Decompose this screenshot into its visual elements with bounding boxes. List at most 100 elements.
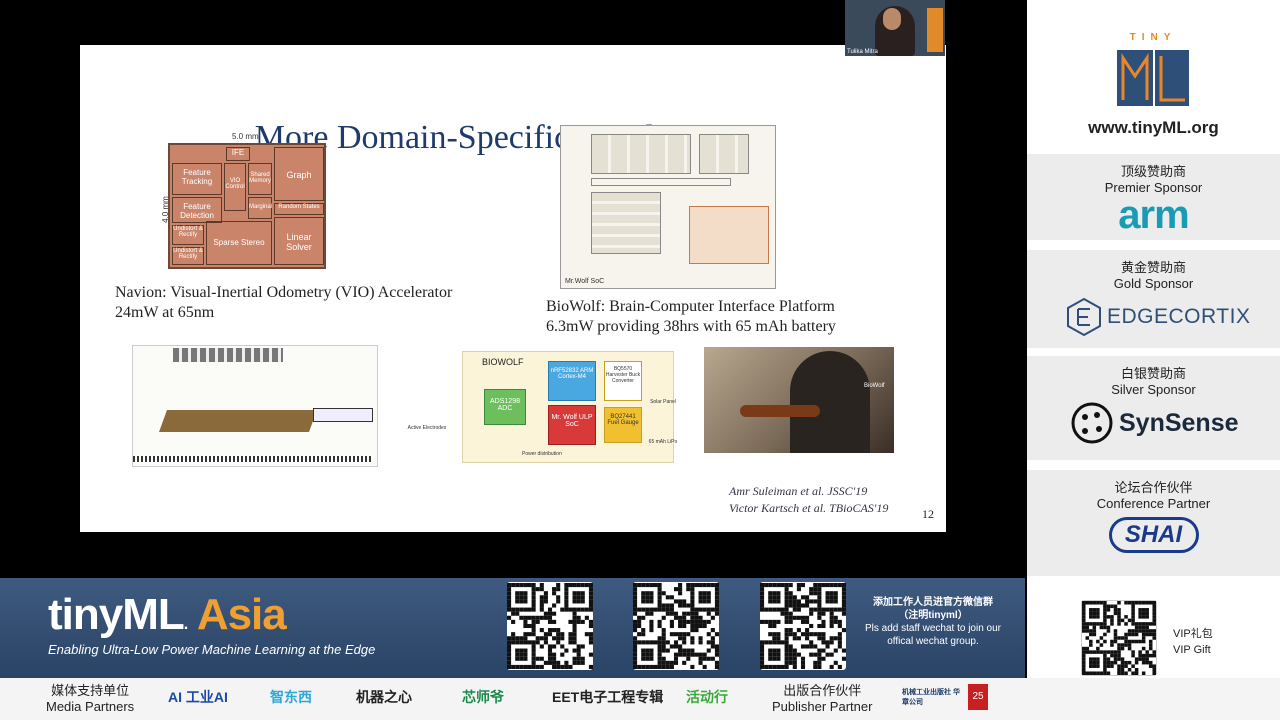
citations: Amr Suleiman et al. JSSC'19 Victor Karts… bbox=[729, 483, 888, 517]
event-banner: tinyML. Asia Enabling Ultra-Low Power Ma… bbox=[0, 578, 1025, 678]
media-logo-jiqizhixin[interactable]: 机器之心 bbox=[356, 689, 412, 705]
slide-number: 12 bbox=[922, 507, 934, 521]
gold-sponsor-en: Gold Sponsor bbox=[1113, 276, 1194, 291]
electrodes: Active Electrodes bbox=[407, 425, 447, 431]
publisher-partner-label: 出版合作伙伴 Publisher Partner bbox=[772, 683, 872, 715]
media-logo-gongye-ai[interactable]: AI 工业AI bbox=[168, 689, 228, 705]
publisher-logo[interactable]: 机械工业出版社 华章公司 bbox=[902, 689, 960, 706]
brand-asia: Asia bbox=[196, 590, 287, 639]
brand-tinyml: tinyML bbox=[48, 590, 185, 639]
adc-block: ADS1298 ADC bbox=[484, 389, 526, 425]
media-logo-huodongxing[interactable]: 活动行 bbox=[686, 689, 728, 705]
chip-block: VIO Control bbox=[224, 163, 246, 211]
edgecortix-hex-icon bbox=[1067, 297, 1101, 337]
silver-sponsor-cn: 白银赞助商 bbox=[1120, 366, 1186, 381]
navion-caption-line-1: Navion: Visual-Inertial Odometry (VIO) A… bbox=[115, 284, 453, 301]
wechat-note: 添加工作人员进官方微信群 （注明tinyml） Pls add staff we… bbox=[858, 596, 1008, 648]
tinyml-logo: TINY bbox=[1115, 32, 1191, 108]
presenter-name: Tulika Mitra bbox=[847, 49, 878, 55]
biowolf-caption: BioWolf: Brain-Computer Interface Platfo… bbox=[546, 297, 836, 337]
mrwolf-block: Mr. Wolf ULP SoC bbox=[548, 405, 596, 445]
video-stage: More Domain-Specific Accelerators ? 5.0 … bbox=[80, 0, 946, 532]
chip-block: Undistort & Rectify bbox=[172, 225, 204, 245]
navion-chip-figure: 5.0 mm 4.0 mm IFE Feature Tracking VIO C… bbox=[160, 132, 330, 275]
citation-1: Amr Suleiman et al. JSSC'19 bbox=[729, 484, 868, 498]
wechat-note-cn-1: 添加工作人员进官方微信群 bbox=[873, 597, 993, 608]
media-partners-strip: 媒体支持单位 Media Partners AI 工业AI 智东西 机器之心 芯… bbox=[0, 678, 1280, 720]
graph-optimization-box bbox=[313, 408, 373, 422]
premier-sponsor-cn: 顶级赞助商 bbox=[1120, 164, 1186, 179]
fuel-gauge-block: BQ27441 Fuel Gauge bbox=[604, 407, 642, 443]
feature-plane bbox=[158, 410, 318, 432]
vip-label-cn: VIP礼包 bbox=[1173, 628, 1213, 640]
battery: 65 mAh LiPo bbox=[648, 439, 678, 445]
vip-label: VIP礼包 VIP Gift bbox=[1173, 626, 1213, 658]
chip-block: Shared Memory bbox=[248, 163, 272, 195]
brand-dot: . bbox=[183, 616, 189, 633]
qr-code-1[interactable] bbox=[507, 582, 593, 670]
harvester-block: BQ5570 Harvester Buck Converter bbox=[604, 361, 642, 401]
biowolf-caption-line-2: 6.3mW providing 38hrs with 65 mAh batter… bbox=[546, 318, 836, 335]
media-logo-zhidongxi[interactable]: 智东西 bbox=[270, 689, 312, 705]
publisher-partner-en: Publisher Partner bbox=[772, 699, 873, 714]
edgecortix-logo: EDGECORTIX bbox=[1027, 297, 1280, 337]
sponsor-panel: TINY www.tinyML.org 顶级赞助商 Premier Sponso… bbox=[1027, 0, 1280, 578]
qr-code-2[interactable] bbox=[633, 582, 719, 670]
vio-pipeline-diagram bbox=[132, 345, 378, 467]
chip-die: IFE Feature Tracking VIO Control Shared … bbox=[168, 143, 326, 269]
tinyml-url[interactable]: www.tinyML.org bbox=[1088, 118, 1219, 137]
soc-label: Mr.Wolf SoC bbox=[565, 278, 605, 285]
synsense-brain-icon bbox=[1071, 402, 1113, 444]
biowolf-caption-line-1: BioWolf: Brain-Computer Interface Platfo… bbox=[546, 298, 835, 315]
wechat-note-cn-2: （注明tinyml） bbox=[898, 610, 968, 621]
shai-logo: SHAI bbox=[1108, 517, 1199, 553]
media-partners-en: Media Partners bbox=[46, 699, 135, 714]
gold-sponsor-cn: 黄金赞助商 bbox=[1120, 260, 1186, 275]
performer bbox=[790, 351, 870, 453]
chip-block: Random States bbox=[274, 203, 324, 215]
synsense-logo: SynSense bbox=[1027, 401, 1280, 447]
presentation-slide: More Domain-Specific Accelerators ? 5.0 … bbox=[80, 45, 946, 532]
chip-block: Marginal bbox=[248, 197, 272, 219]
publisher-badge-icon: 25 bbox=[968, 684, 988, 710]
vip-label-en: VIP Gift bbox=[1173, 644, 1211, 656]
edgecortix-wordmark: EDGECORTIX bbox=[1107, 305, 1251, 328]
nrf-block: nRF52832 ARM Cortex-M4 bbox=[548, 361, 596, 401]
silver-sponsor-block: 白银赞助商 Silver Sponsor SynSense bbox=[1027, 356, 1280, 460]
chip-width-label: 5.0 mm bbox=[232, 132, 259, 141]
presenter-face bbox=[883, 8, 901, 30]
soc-memory-row bbox=[699, 134, 749, 174]
vip-gift-panel: VIP礼包 VIP Gift bbox=[1027, 578, 1280, 678]
gold-sponsor-block: 黄金赞助商 Gold Sponsor EDGECORTIX bbox=[1027, 250, 1280, 348]
tinyml-ml-mark bbox=[1117, 50, 1189, 106]
tinyml-asia-brand: tinyML. Asia bbox=[48, 590, 287, 640]
conference-partner-en: Conference Partner bbox=[1096, 496, 1211, 511]
presenter-video: Tulika Mitra bbox=[845, 0, 945, 56]
soc-cluster bbox=[689, 206, 769, 264]
camera-frames bbox=[173, 348, 283, 362]
vip-qr-code[interactable] bbox=[1081, 600, 1157, 676]
conference-partner-cn: 论坛合作伙伴 bbox=[1114, 480, 1193, 495]
background-banner bbox=[927, 8, 943, 52]
media-logo-xinshiye[interactable]: 芯师爷 bbox=[462, 689, 504, 705]
soc-core bbox=[591, 192, 661, 254]
chip-block: Graph bbox=[274, 147, 324, 201]
solar-panel: Solar Panel bbox=[650, 399, 676, 405]
imu-bar bbox=[133, 456, 373, 462]
soc-block-diagram: Mr.Wolf SoC bbox=[560, 125, 776, 289]
media-logo-eet[interactable]: EET电子工程专辑 bbox=[552, 689, 664, 705]
publisher-partner-cn: 出版合作伙伴 bbox=[783, 683, 862, 698]
chip-block: Feature Detection bbox=[172, 197, 222, 223]
chip-block: Undistort & Rectify bbox=[172, 247, 204, 265]
biowolf-demo-photo: BioWolf bbox=[704, 347, 894, 453]
biowolf-system-diagram: BIOWOLF ADS1298 ADC nRF52832 ARM Cortex-… bbox=[402, 345, 678, 465]
wechat-note-en: Pls add staff wechat to join our offical… bbox=[864, 623, 1001, 647]
navion-caption: Navion: Visual-Inertial Odometry (VIO) A… bbox=[115, 283, 452, 323]
biowolf-title: BIOWOLF bbox=[482, 357, 524, 367]
chip-block: Feature Tracking bbox=[172, 163, 222, 195]
arm-logo: arm bbox=[1118, 193, 1189, 237]
qr-code-3[interactable] bbox=[760, 582, 846, 670]
conference-partner-block: 论坛合作伙伴 Conference Partner SHAI bbox=[1027, 470, 1280, 576]
chip-block: Linear Solver bbox=[274, 217, 324, 265]
media-partners-cn: 媒体支持单位 bbox=[51, 683, 130, 698]
